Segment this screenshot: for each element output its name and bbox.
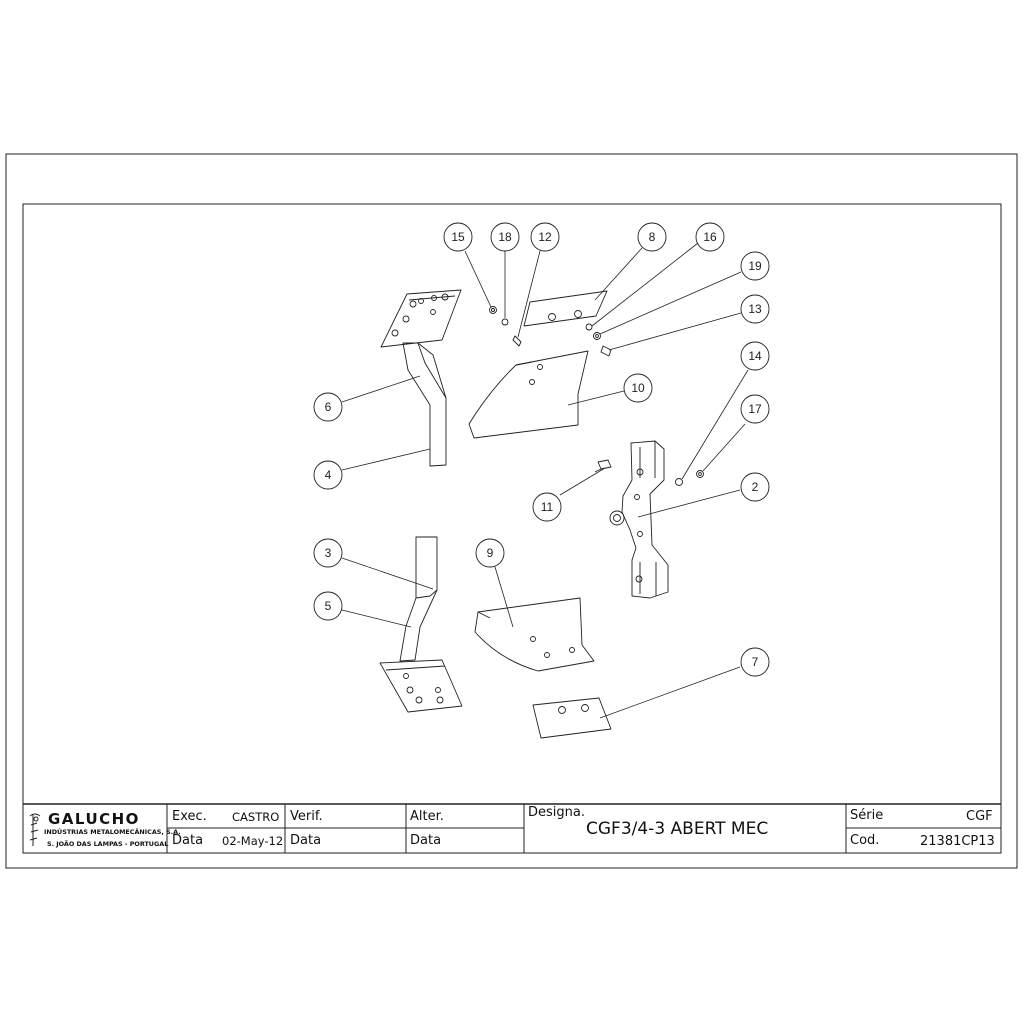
- exec-value: CASTRO: [232, 810, 280, 824]
- callout-circle-16: [695, 222, 725, 252]
- callout-circle-5: [313, 591, 343, 621]
- cod-label: Cod.: [850, 833, 880, 848]
- hardware-17: [696, 470, 704, 478]
- designa-value: CGF3/4-3 ABERT MEC: [586, 819, 769, 839]
- alter-data-label: Data: [410, 833, 442, 848]
- callout-number: 19: [748, 259, 762, 273]
- callout-circle-6: [313, 392, 343, 422]
- callout-number: 9: [487, 546, 494, 560]
- callout-number: 11: [541, 500, 554, 514]
- alter-label: Alter.: [410, 809, 444, 824]
- callout-number: 14: [748, 349, 762, 363]
- outer-frame: [5, 153, 1018, 869]
- hardware-19: [593, 332, 601, 340]
- callout-number: 18: [498, 230, 512, 244]
- data-label: Data: [172, 833, 204, 848]
- hardware-16: [585, 323, 593, 331]
- part-6-plate: [380, 289, 462, 348]
- exec-label: Exec.: [172, 809, 207, 824]
- company-logo-icon: [29, 813, 41, 846]
- callout-number: 6: [325, 400, 332, 414]
- callout-circle-18: [490, 222, 520, 252]
- company-name: GALUCHO: [48, 810, 140, 828]
- hardware-15: [489, 306, 497, 314]
- part-10-mouldboard: [468, 350, 589, 439]
- part-2-bracket: [609, 440, 669, 599]
- serie-value: CGF: [966, 809, 993, 824]
- callout-number: 8: [649, 230, 656, 244]
- verif-data-label: Data: [290, 833, 322, 848]
- callout-number: 12: [538, 230, 552, 244]
- part-7-plate: [532, 697, 612, 739]
- serie-label: Série: [850, 808, 884, 823]
- hardware-14: [675, 478, 683, 486]
- callout-circle-7: [740, 647, 770, 677]
- callout-number: 5: [325, 599, 332, 613]
- callout-circle-12: [530, 222, 560, 252]
- callout-number: 3: [325, 546, 332, 560]
- hardware-12: [512, 335, 522, 347]
- callout-circle-17: [740, 394, 770, 424]
- part-5-plate: [379, 659, 463, 713]
- callout-circle-15: [443, 222, 473, 252]
- callout-circle-13: [740, 294, 770, 324]
- callout-circle-2: [740, 472, 770, 502]
- hardware-11: [594, 459, 612, 473]
- callout-circle-3: [313, 538, 343, 568]
- company-line-2: S. JOÃO DAS LAMPAS - PORTUGAL: [47, 840, 169, 848]
- callout-number: 17: [748, 402, 762, 416]
- callout-number: 2: [752, 480, 759, 494]
- data-value: 02-May-12: [222, 834, 284, 848]
- callout-number: 4: [325, 468, 332, 482]
- hardware-18: [501, 318, 509, 326]
- part-8-plate: [523, 290, 608, 327]
- part-4-bar: [402, 342, 447, 467]
- callout-number: 10: [631, 381, 645, 395]
- callout-circle-9: [475, 538, 505, 568]
- callout-number: 15: [451, 230, 465, 244]
- callout-number: 7: [752, 655, 759, 669]
- callout-circle-11: [532, 492, 562, 522]
- callout-number: 16: [703, 230, 717, 244]
- callout-circle-4: [313, 460, 343, 490]
- part-9-mouldboard: [474, 597, 595, 672]
- callout-circle-10: [623, 373, 653, 403]
- callout-circle-14: [740, 341, 770, 371]
- verif-label: Verif.: [290, 809, 323, 824]
- callout-circle-8: [637, 222, 667, 252]
- part-3-bar: [399, 536, 438, 662]
- cod-value: 21381CP13: [920, 834, 995, 849]
- callout-circle-19: [740, 251, 770, 281]
- company-line-1: INDÚSTRIAS METALOMECÂNICAS, S.A.: [44, 828, 181, 836]
- inner-frame: [22, 203, 1002, 854]
- callout-number: 13: [748, 302, 762, 316]
- hardware-13: [600, 345, 612, 357]
- designa-label: Designa.: [528, 805, 585, 820]
